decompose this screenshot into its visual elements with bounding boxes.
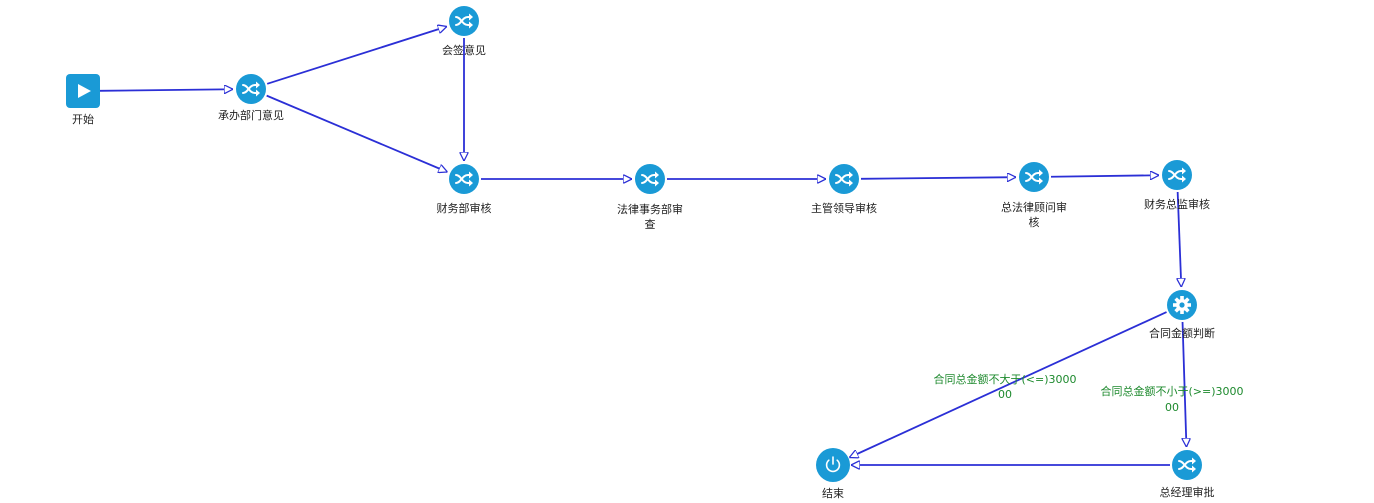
edge-condition-label-line: 合同总金额不小于(>=)3000 [1100,384,1243,398]
node-counsel[interactable]: 总法律顾问审核 [1001,162,1067,229]
node-label-line: 总法律顾问审 [1001,200,1067,214]
edges-layer [99,26,1187,465]
node-decision[interactable]: 合同金额判断 [1149,290,1215,340]
node-label-line: 法律事务部审 [617,202,683,216]
node-label: 开始 [72,112,94,126]
edge-condition-label: 合同总金额不大于(<=)3000 00 [933,372,1076,401]
node-label-line: 结束 [822,487,844,500]
gear-icon [1173,296,1191,314]
edge-leader-to-counsel[interactable] [860,177,1016,179]
node-shape [1172,450,1202,480]
edge-undertake-to-countersign[interactable] [266,26,447,85]
node-legal[interactable]: 法律事务部审查 [617,164,683,231]
shuffle-icon [1178,457,1196,473]
node-gm[interactable]: 总经理审批 [1160,450,1215,499]
shuffle-icon [455,171,473,187]
edge-condition-label: 合同总金额不小于(>=)3000 00 [1100,384,1243,414]
node-label-line: 核 [1029,215,1040,229]
node-start[interactable]: 开始 [66,74,100,126]
node-label: 法律事务部审查 [617,202,683,231]
node-shape [449,164,479,194]
shuffle-icon [1025,169,1043,185]
node-label: 结束 [822,487,844,500]
node-label: 财务总监审核 [1144,197,1210,211]
node-shape [1019,162,1049,192]
node-label: 总法律顾问审核 [1001,200,1067,229]
node-shape [829,164,859,194]
shuffle-icon [455,13,473,29]
node-label: 合同金额判断 [1149,326,1215,340]
edge-condition-label-line: 00 [1165,401,1179,414]
node-undertake[interactable]: 承办部门意见 [218,74,284,122]
node-label: 会签意见 [442,43,486,57]
node-countersign[interactable]: 会签意见 [442,6,486,57]
edge-cfo-to-decision[interactable] [1178,191,1182,287]
node-label: 总经理审批 [1160,485,1215,499]
node-shape [1162,160,1192,190]
node-shape [449,6,479,36]
node-label: 财务部审核 [437,201,492,215]
edge-undertake-to-finance[interactable] [266,94,448,172]
node-label-line: 承办部门意见 [218,108,284,122]
play-icon [78,84,91,98]
node-label-line: 开始 [72,112,94,126]
node-finance[interactable]: 财务部审核 [437,164,492,215]
edge-counsel-to-cfo[interactable] [1050,175,1159,177]
edge-start-to-undertake[interactable] [99,89,233,91]
edge-labels-layer: 合同总金额不大于(<=)3000 00 合同总金额不小于(>=)3000 00 [933,372,1243,414]
shuffle-icon [1168,167,1186,183]
node-label: 承办部门意见 [218,108,284,122]
node-end[interactable]: 结束 [816,448,850,500]
node-label-line: 总经理审批 [1160,485,1215,499]
node-label-line: 财务总监审核 [1144,197,1210,211]
node-shape [816,448,850,482]
node-leader[interactable]: 主管领导审核 [811,164,877,215]
node-shape [236,74,266,104]
edge-decision-to-end[interactable] [849,311,1167,457]
node-label: 主管领导审核 [811,201,877,215]
node-label-line: 合同金额判断 [1149,326,1215,340]
node-label-line: 查 [645,217,656,231]
shuffle-icon [242,81,260,97]
edge-condition-label-line: 00 [998,388,1012,401]
node-cfo[interactable]: 财务总监审核 [1144,160,1210,211]
edge-condition-label-line: 合同总金额不大于(<=)3000 [933,372,1076,386]
power-icon [825,456,841,473]
shuffle-icon [641,171,659,187]
shuffle-icon [835,171,853,187]
node-label-line: 主管领导审核 [811,201,877,215]
edge-decision-to-gm[interactable] [1181,321,1187,447]
node-label-line: 会签意见 [442,43,486,57]
node-label-line: 财务部审核 [437,201,492,215]
node-shape [635,164,665,194]
